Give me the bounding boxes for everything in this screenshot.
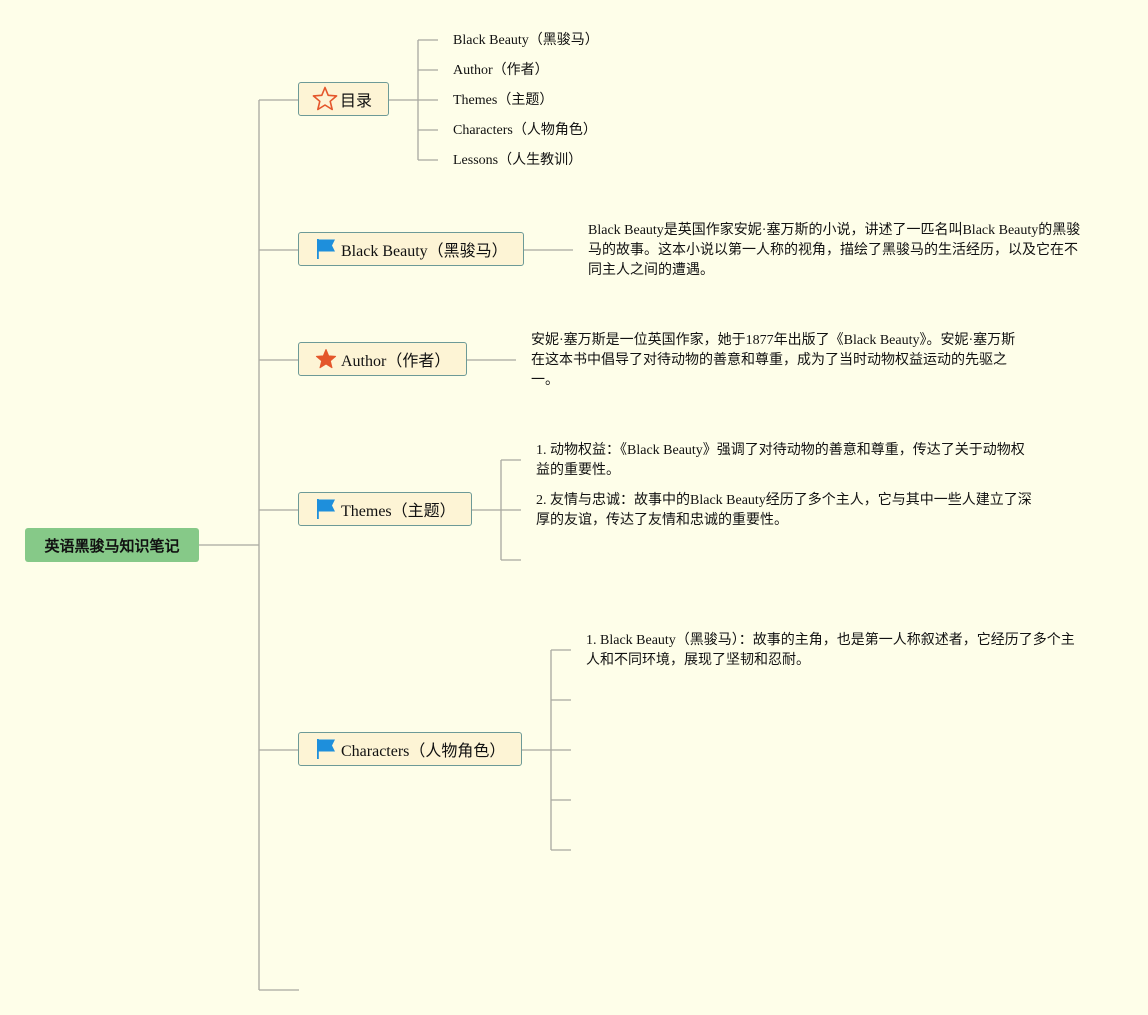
topic-black-beauty[interactable]: Black Beauty（黑骏马） bbox=[298, 232, 524, 266]
topic-toc[interactable]: 目录 bbox=[298, 82, 389, 116]
blue-flag-icon bbox=[315, 738, 337, 760]
root-topic[interactable]: 英语黑骏马知识笔记 bbox=[25, 528, 199, 562]
topic-themes[interactable]: Themes（主题） bbox=[298, 492, 472, 526]
star-outline-icon bbox=[312, 86, 338, 112]
blue-flag-icon bbox=[315, 238, 337, 260]
toc-item-author[interactable]: Author（作者） bbox=[453, 63, 549, 78]
themes-item-animal-rights: 1. 动物权益：《Black Beauty》强调了对待动物的善意和尊重，传达了关… bbox=[536, 443, 1025, 478]
topic-author-label: Author（作者） bbox=[341, 353, 451, 370]
toc-item-themes[interactable]: Themes（主题） bbox=[453, 93, 554, 108]
themes-item-friendship: 2. 友情与忠诚：故事中的Black Beauty经历了多个主人，它与其中一些人… bbox=[536, 493, 1032, 528]
topic-themes-label: Themes（主题） bbox=[341, 503, 456, 520]
topic-characters-label: Characters（人物角色） bbox=[341, 743, 506, 760]
toc-item-black-beauty[interactable]: Black Beauty（黑骏马） bbox=[453, 33, 599, 48]
author-note: 安妮·塞万斯是一位英国作家，她于1877年出版了《Black Beauty》。安… bbox=[531, 333, 1016, 388]
topic-characters[interactable]: Characters（人物角色） bbox=[298, 732, 522, 766]
topic-toc-label: 目录 bbox=[340, 93, 373, 110]
blue-flag-icon bbox=[315, 498, 337, 520]
topic-author[interactable]: Author（作者） bbox=[298, 342, 467, 376]
orange-star-icon bbox=[315, 348, 337, 370]
characters-item-black-beauty: 1. Black Beauty（黑骏马）：故事的主角，也是第一人称叙述者，它经历… bbox=[586, 633, 1075, 668]
toc-item-lessons[interactable]: Lessons（人生教训） bbox=[453, 153, 583, 168]
toc-item-characters[interactable]: Characters（人物角色） bbox=[453, 123, 597, 138]
black-beauty-note: Black Beauty是英国作家安妮·塞万斯的小说，讲述了一匹名叫Black … bbox=[588, 223, 1081, 278]
root-title: 英语黑骏马知识笔记 bbox=[44, 536, 180, 555]
topic-black-beauty-label: Black Beauty（黑骏马） bbox=[341, 243, 508, 260]
